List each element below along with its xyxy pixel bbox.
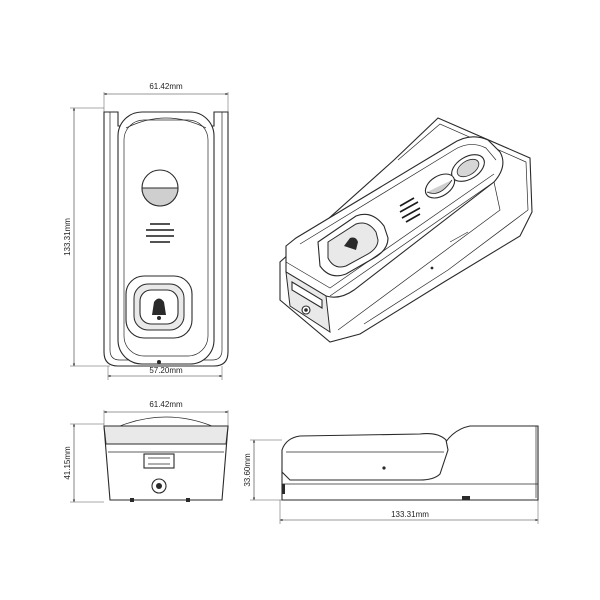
iso-camera — [424, 154, 485, 199]
front-camera — [141, 169, 179, 207]
side-length-label: 133.31mm — [391, 510, 429, 519]
bottom-depth-dimension: 41.15mm — [63, 423, 104, 503]
front-height-dimension: 133.31mm — [63, 107, 110, 367]
bottom-view: 61.42mm 41.15mm — [63, 400, 229, 503]
front-bell-button — [125, 275, 193, 339]
front-top-width-label: 61.42mm — [149, 82, 183, 91]
side-device-body — [281, 433, 449, 481]
side-height-label: 33.60mm — [243, 453, 252, 487]
front-view: 61.42mm 133.31mm 57.20mm — [63, 82, 229, 380]
iso-bell-icon — [344, 237, 358, 250]
front-top-dimension: 61.42mm — [103, 82, 229, 112]
front-height-label: 133.31mm — [63, 218, 72, 256]
front-bracket-outline — [103, 111, 229, 367]
front-speaker-grille — [146, 223, 174, 243]
bottom-width-dimension: 61.42mm — [103, 400, 229, 426]
side-height-dimension: 33.60mm — [243, 439, 282, 501]
bell-icon — [152, 298, 166, 315]
bottom-width-label: 61.42mm — [149, 400, 183, 409]
front-bottom-width-label: 57.20mm — [149, 366, 183, 375]
isometric-view — [279, 117, 533, 343]
side-length-dimension: 133.31mm — [279, 500, 539, 524]
front-bottom-dimension: 57.20mm — [107, 366, 223, 380]
iso-speaker-grille — [399, 197, 421, 223]
bottom-screw — [151, 478, 167, 494]
side-view: 33.60mm 133.31mm — [243, 425, 539, 524]
iso-bell-button — [317, 213, 389, 277]
bottom-depth-label: 41.15mm — [63, 446, 72, 480]
